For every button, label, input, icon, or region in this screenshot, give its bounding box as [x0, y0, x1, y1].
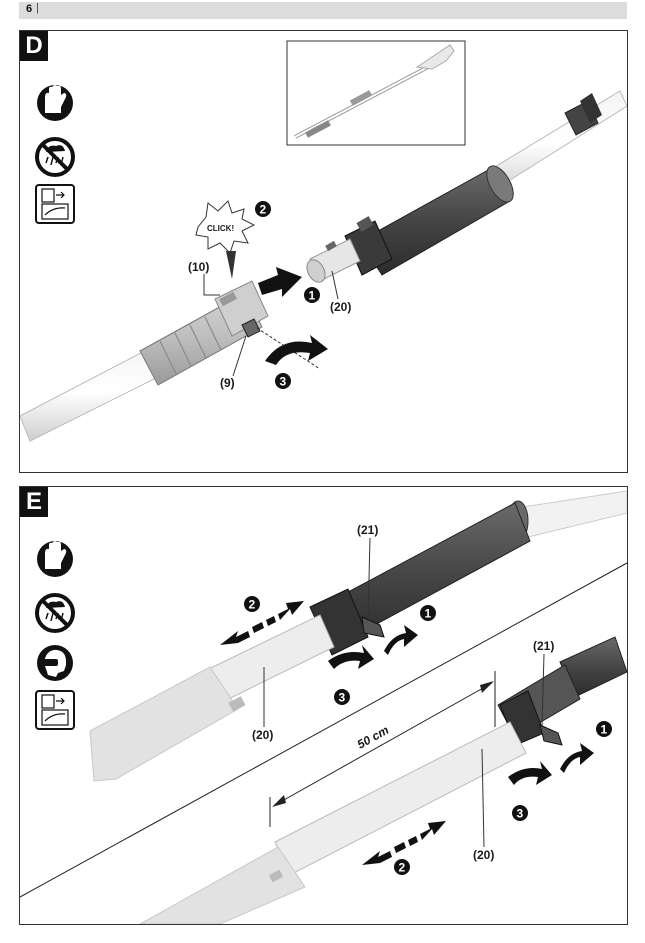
svg-text:2: 2	[249, 598, 256, 612]
step-badge-1: 1	[304, 287, 320, 303]
bottom-pole-assembly	[138, 636, 627, 924]
svg-text:2: 2	[399, 861, 406, 875]
figure-panel-d: D	[19, 30, 628, 473]
svg-text:3: 3	[280, 375, 287, 389]
leader-line-21-top	[367, 537, 371, 620]
top-pole-assembly	[89, 490, 627, 782]
label-part-20: (20)	[330, 300, 351, 314]
step-badge-2: 2	[255, 201, 271, 217]
svg-text:3: 3	[517, 807, 524, 821]
divider-line	[20, 562, 627, 898]
overview-inset	[286, 40, 466, 146]
eye-protection-icon	[37, 645, 73, 681]
read-manual-icon	[35, 690, 75, 730]
step-badge-top-3: 3	[334, 689, 350, 705]
label-part-9: (9)	[220, 376, 235, 390]
svg-text:1: 1	[309, 289, 316, 303]
gloves-icon	[37, 85, 73, 121]
step-badge-top-2: 2	[244, 596, 260, 612]
svg-text:1: 1	[425, 607, 432, 621]
leader-line-9	[232, 335, 247, 377]
click-text: CLICK!	[207, 224, 234, 233]
page-header-bar: 6 |	[19, 2, 627, 19]
rotate-arrow	[265, 335, 328, 365]
step-badge-bottom-3: 3	[512, 805, 528, 821]
no-rain-icon	[35, 593, 75, 633]
no-rain-icon	[35, 137, 75, 177]
figure-panel-e: E	[19, 486, 628, 925]
leader-line-20-bottom	[481, 748, 485, 848]
slide-arrow-bottom	[362, 821, 446, 865]
gloves-icon	[37, 541, 73, 577]
label-part-21-top: (21)	[357, 523, 378, 537]
leader-line-20	[331, 270, 339, 300]
step-badge-bottom-1: 1	[596, 721, 612, 737]
rotate-arrow-bottom-1	[560, 743, 594, 773]
label-part-21-bottom: (21)	[533, 639, 554, 653]
leader-line-21-bottom	[541, 653, 545, 728]
label-part-10: (10)	[188, 260, 209, 274]
label-part-20-top: (20)	[252, 728, 273, 742]
header-divider: |	[36, 2, 39, 14]
rotate-arrow-top-1	[384, 625, 418, 655]
slide-arrow-top	[220, 601, 304, 645]
svg-text:1: 1	[601, 723, 608, 737]
svg-text:2: 2	[260, 203, 267, 217]
panel-e-illustration: 50 cm 2 1 3 1 3	[20, 490, 627, 924]
step-badge-top-1: 1	[420, 605, 436, 621]
step-badge-bottom-2: 2	[394, 859, 410, 875]
push-arrow	[258, 267, 302, 297]
page-number: 6	[26, 3, 33, 15]
lower-pole-assembly	[20, 280, 269, 442]
step-badge-3: 3	[275, 373, 291, 389]
svg-text:3: 3	[339, 691, 346, 705]
panel-letter-d: D	[20, 31, 48, 61]
panel-letter-e: E	[20, 487, 48, 517]
label-part-20-bottom: (20)	[473, 848, 494, 862]
panel-d-illustration: CLICK! 2 1 3 (10) (9) (20)	[20, 40, 627, 442]
rotate-arrow-top-3	[328, 645, 374, 669]
rotate-arrow-bottom-3	[508, 761, 552, 785]
leader-line-10	[203, 274, 220, 296]
click-burst: CLICK!	[195, 200, 256, 279]
read-manual-icon	[35, 184, 75, 224]
upper-pole-assembly	[306, 90, 627, 283]
dimension-label: 50 cm	[355, 723, 392, 752]
